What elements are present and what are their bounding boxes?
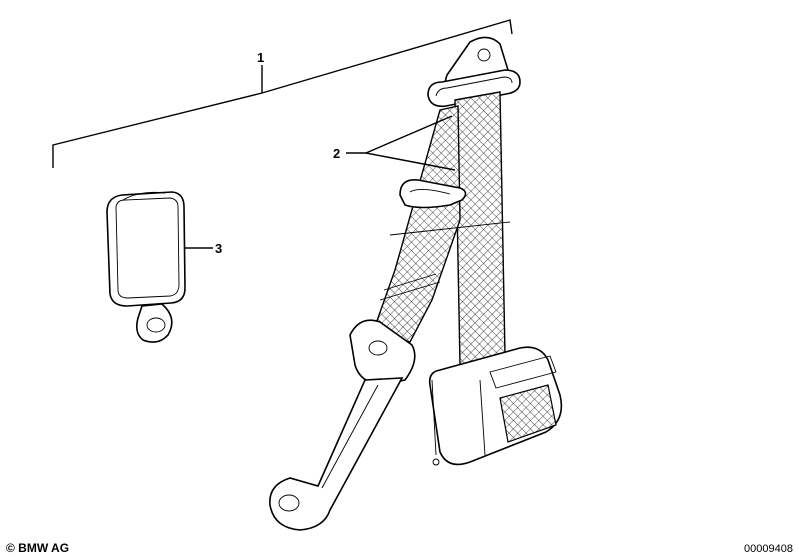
assembly-bracket: 1 — [52, 19, 513, 168]
image-number: 00009408 — [744, 543, 793, 555]
callout-2: 2 — [333, 146, 340, 161]
lower-anchor-arm — [269, 319, 416, 531]
upper-anchor — [427, 36, 521, 108]
callout-2-group: 2 — [333, 115, 456, 171]
callout-3: 3 — [215, 241, 222, 256]
copyright-text: © BMW AG — [6, 541, 70, 555]
belt-buckle: 3 — [106, 191, 222, 343]
belt-webbing-vertical — [454, 91, 506, 366]
belt-webbing-diagonal — [371, 105, 461, 343]
callout-1: 1 — [257, 50, 264, 65]
retractor — [428, 346, 563, 466]
belt-guide-loop — [389, 178, 511, 236]
